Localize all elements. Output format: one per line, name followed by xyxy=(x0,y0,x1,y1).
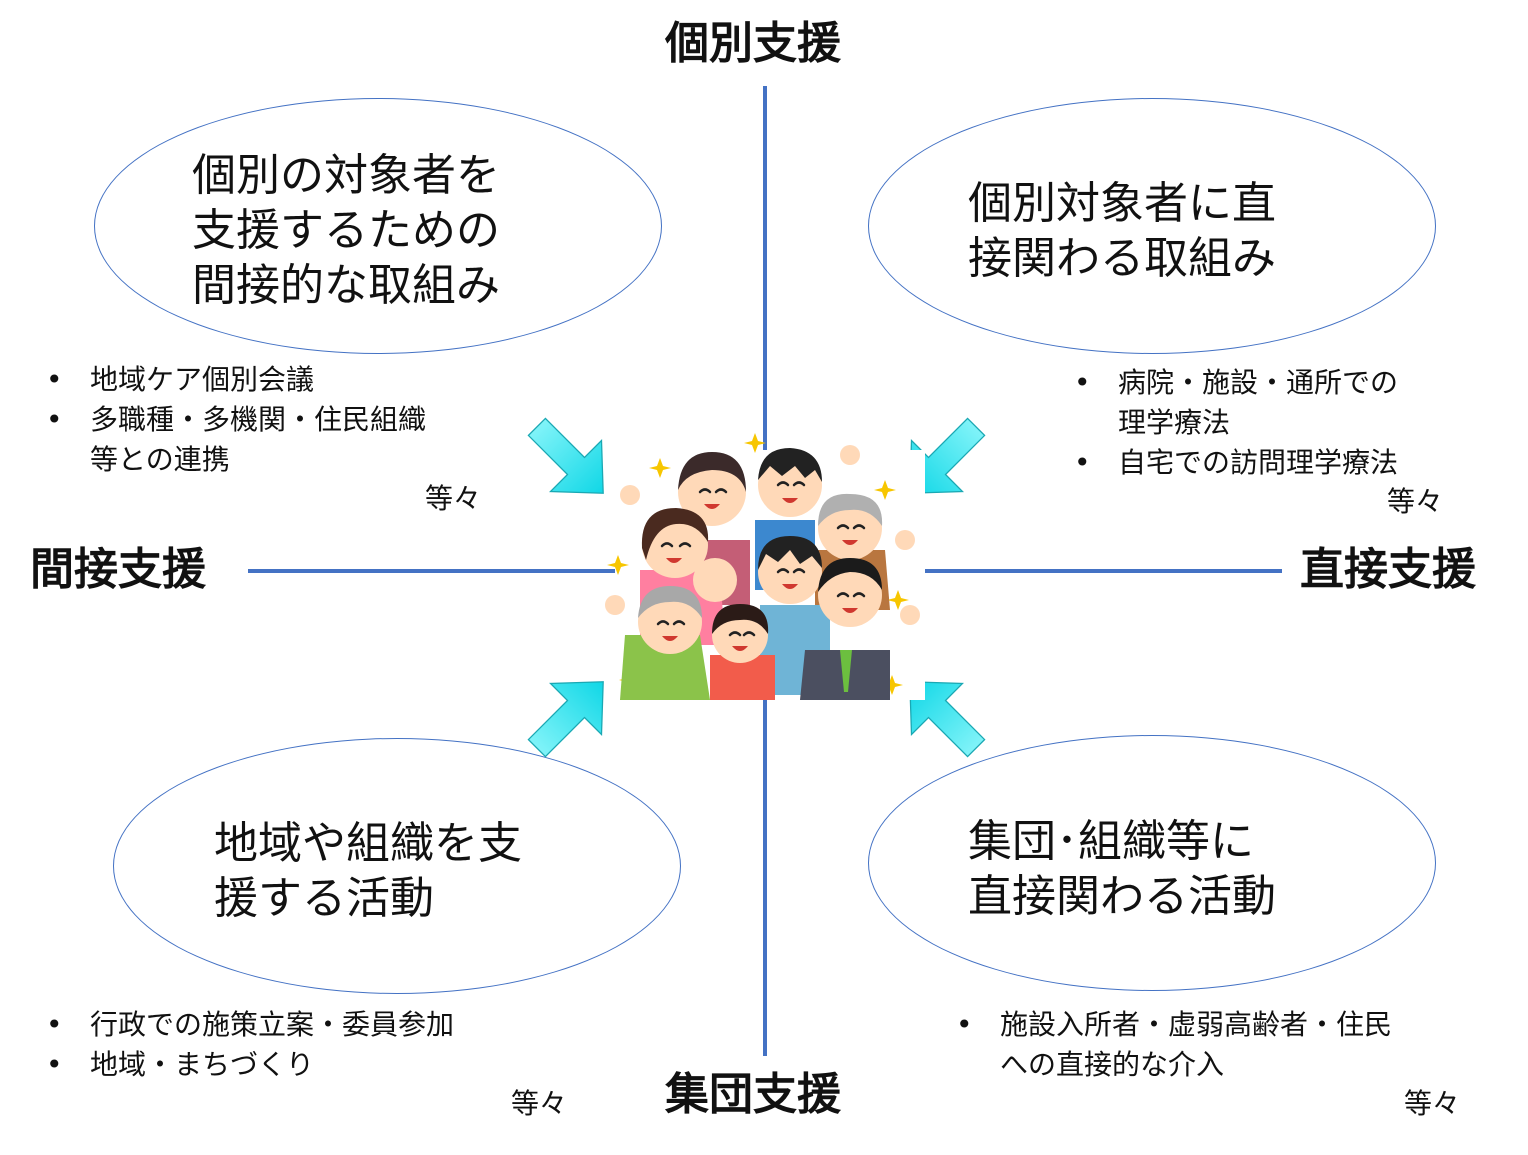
title-line: 接関わる取組み xyxy=(968,233,1276,284)
list-item: 地域・まちづくり xyxy=(40,1045,454,1085)
bullets-bottom-left: 行政での施策立案・委員参加 地域・まちづくり xyxy=(40,1005,454,1085)
axis-label-right: 直接支援 xyxy=(1300,544,1476,595)
people-illustration xyxy=(605,433,925,700)
title-line: 個別の対象者を xyxy=(192,150,500,201)
ellipse-top-left-text: 個別の対象者を 支援するための 間接的な取組み xyxy=(192,148,500,313)
etc-label-bottom-right: 等々 xyxy=(1404,1087,1461,1120)
title-line: 個別対象者に直 xyxy=(968,178,1276,229)
arrow-icon xyxy=(527,681,604,758)
title-line: 支援するための xyxy=(192,205,500,256)
list-item: 地域ケア個別会議 xyxy=(40,360,426,400)
list-item: 自宅での訪問理学療法 xyxy=(1068,443,1398,483)
ellipse-top-right xyxy=(868,98,1436,354)
ellipse-top-left xyxy=(94,98,662,354)
ellipse-bottom-left xyxy=(113,738,681,994)
title-line: 援する活動 xyxy=(214,873,434,924)
ellipse-top-right-text: 個別対象者に直 接関わる取組み xyxy=(968,176,1276,286)
arrow-icon xyxy=(909,417,986,494)
title-line: 地域や組織を支 xyxy=(214,818,522,869)
arrow-icon xyxy=(527,417,604,494)
axis-label-left: 間接支援 xyxy=(30,544,206,595)
title-line: 間接的な取組み xyxy=(192,260,500,311)
title-line: 集団･組織等に xyxy=(968,816,1254,867)
axis-label-bottom: 集団支援 xyxy=(665,1069,841,1120)
ellipse-bottom-right-text: 集団･組織等に 直接関わる活動 xyxy=(968,814,1276,924)
etc-label-bottom-left: 等々 xyxy=(511,1087,568,1120)
etc-label-top-left: 等々 xyxy=(425,482,482,515)
axis-label-top: 個別支援 xyxy=(665,18,841,69)
ellipse-bottom-left-text: 地域や組織を支 援する活動 xyxy=(214,816,522,926)
list-item: 行政での施策立案・委員参加 xyxy=(40,1005,454,1045)
ellipse-bottom-right xyxy=(868,735,1436,991)
arrow-icon xyxy=(909,681,986,758)
etc-label-top-right: 等々 xyxy=(1387,485,1444,518)
title-line: 直接関わる活動 xyxy=(968,871,1276,922)
